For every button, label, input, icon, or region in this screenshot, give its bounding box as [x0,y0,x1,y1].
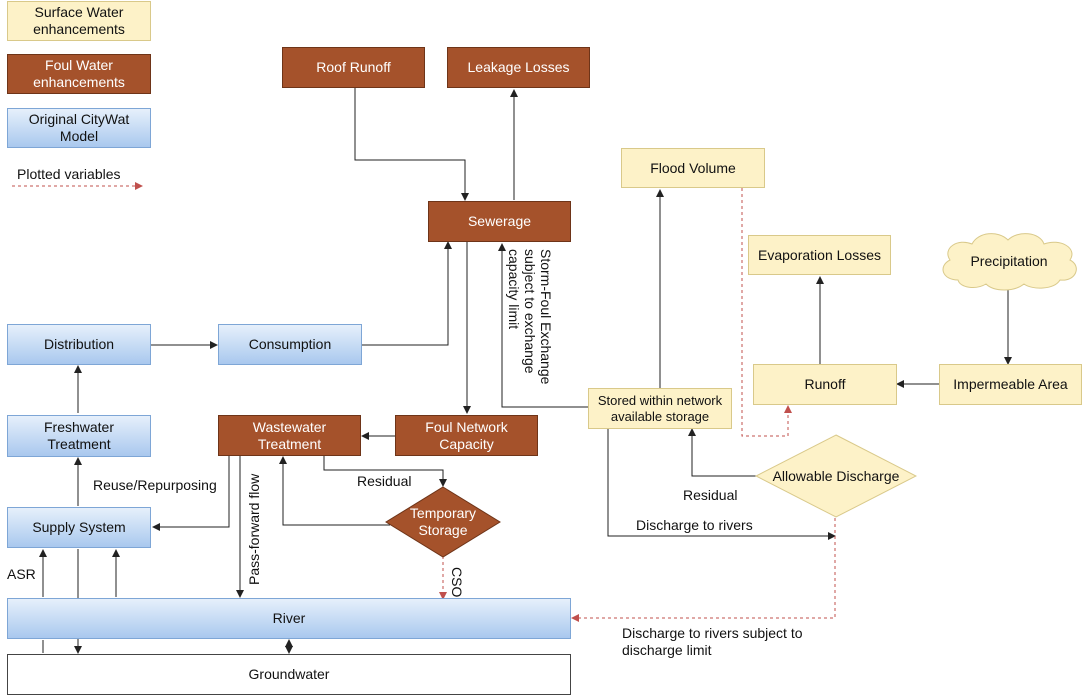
node-leakage-losses: Leakage Losses [447,47,590,88]
node-supply-system: Supply System [7,507,151,548]
storm-foul-line-3: capacity limit [506,249,522,330]
node-distribution: Distribution [7,324,151,365]
legend-original-label: Original CityWat Model [28,111,130,144]
node-flood-volume: Flood Volume [621,148,765,188]
node-wastewater-treatment: Wastewater Treatment [218,415,361,456]
stored-within-network-label: Stored within network available storage [597,392,723,424]
node-foul-network-capacity: Foul Network Capacity [395,415,538,456]
node-precipitation-cloud [942,233,1077,291]
node-roof-runoff: Roof Runoff [282,47,425,88]
label-pass-forward-flow: Pass-forward flow [246,473,262,585]
label-residual-allowable: Residual [683,487,738,503]
node-precipitation: Precipitation [970,252,1048,269]
node-consumption: Consumption [218,324,362,365]
node-groundwater: Groundwater [7,654,571,695]
node-evaporation-losses: Evaporation Losses [748,235,891,275]
node-temporary-storage: Temporary Storage [405,503,481,541]
node-impermeable-area: Impermeable Area [939,364,1082,405]
label-residual-wastewater: Residual [357,473,412,489]
legend-foul-label: Foul Water enhancements [33,57,125,90]
temporary-storage-label: Temporary Storage [409,505,477,538]
node-allowable-discharge-shape [755,434,917,518]
discharge-limit-line-2: discharge limit [622,642,712,658]
legend-original-model: Original CityWat Model [7,108,151,148]
node-stored-within-network: Stored within network available storage [588,388,732,429]
node-allowable-discharge: Allowable Discharge [772,467,900,484]
node-runoff: Runoff [753,364,897,405]
node-river: River [7,598,571,639]
node-freshwater-treatment: Freshwater Treatment [7,415,151,457]
label-discharge-limit: Discharge to rivers subject to discharge… [622,625,803,659]
storm-foul-line-1: Storm-Foul Exchange [538,249,554,385]
label-storm-foul-exchange: Storm-Foul Exchange subject to exchange … [506,249,554,384]
node-temporary-storage-shape [385,486,501,558]
label-reuse-repurposing: Reuse/Repurposing [93,477,217,493]
legend-surface-water: Surface Water enhancements [7,1,151,41]
wastewater-treatment-label: Wastewater Treatment [252,418,327,452]
freshwater-treatment-label: Freshwater Treatment [43,419,115,452]
node-sewerage: Sewerage [428,201,571,242]
legend-surface-label: Surface Water enhancements [33,4,125,37]
storm-foul-line-2: subject to exchange [522,249,538,374]
discharge-limit-line-1: Discharge to rivers subject to [622,625,803,641]
legend-foul-water: Foul Water enhancements [7,54,151,94]
label-cso: CSO [449,567,465,598]
foul-network-label: Foul Network Capacity [425,418,508,452]
label-discharge-to-rivers: Discharge to rivers [636,517,753,533]
label-asr: ASR [7,566,36,582]
legend-plotted-variables: Plotted variables [17,166,121,182]
